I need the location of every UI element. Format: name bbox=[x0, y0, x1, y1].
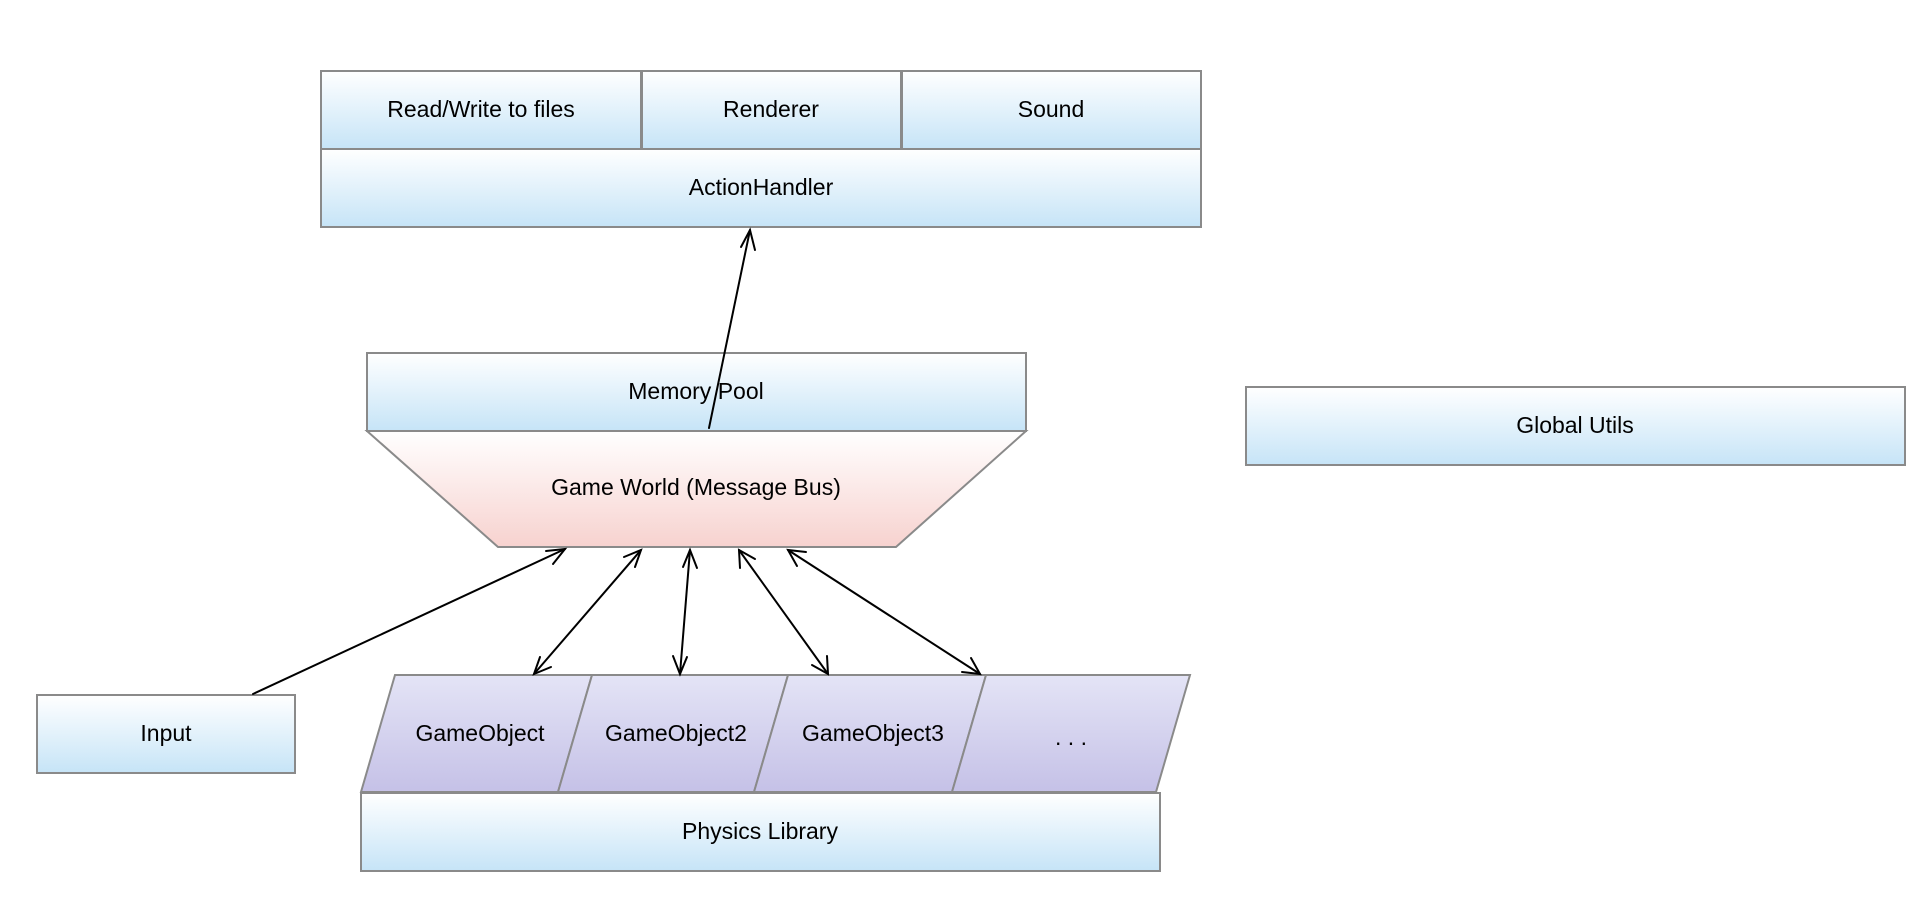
arrow-gameworld-gameobject2 bbox=[672, 547, 698, 677]
input-label: Input bbox=[140, 720, 192, 746]
memory-pool-label: Memory Pool bbox=[628, 378, 763, 404]
game-world-trapezoid: Game World (Message Bus) bbox=[364, 430, 1029, 548]
game-objects-row: GameObject GameObject2 GameObject3 . . . bbox=[359, 674, 1192, 793]
game-object-2-shape: GameObject2 bbox=[556, 674, 790, 793]
global-utils-box: Global Utils bbox=[1245, 386, 1906, 466]
sound-box: Sound bbox=[901, 70, 1202, 150]
game-object-3-label: GameObject3 bbox=[802, 720, 944, 746]
game-object-2-label: GameObject2 bbox=[605, 720, 747, 746]
global-utils-label: Global Utils bbox=[1516, 412, 1634, 438]
read-write-files-label: Read/Write to files bbox=[387, 96, 574, 122]
memory-pool-box: Memory Pool bbox=[366, 352, 1027, 432]
sound-label: Sound bbox=[1018, 96, 1085, 122]
game-object-1-label: GameObject bbox=[415, 720, 545, 746]
arrow-gameworld-more bbox=[786, 548, 982, 676]
renderer-label: Renderer bbox=[723, 96, 819, 122]
action-handler-box: ActionHandler bbox=[320, 148, 1202, 228]
physics-library-label: Physics Library bbox=[682, 818, 838, 844]
read-write-files-box: Read/Write to files bbox=[320, 70, 642, 150]
game-object-more-shape: . . . bbox=[950, 674, 1192, 793]
connectors bbox=[252, 227, 982, 695]
game-object-more-label: . . . bbox=[1055, 724, 1087, 750]
arrow-gameworld-to-actionhandler bbox=[708, 227, 756, 429]
game-object-3-shape: GameObject3 bbox=[752, 674, 988, 793]
arrow-gameworld-gameobject bbox=[532, 548, 643, 676]
game-world-label: Game World (Message Bus) bbox=[551, 474, 841, 500]
arrow-input-to-gameworld bbox=[252, 547, 568, 695]
arrow-gameworld-gameobject3 bbox=[737, 548, 830, 676]
physics-library-box: Physics Library bbox=[360, 792, 1161, 872]
top-stack: Read/Write to files Renderer Sound Actio… bbox=[320, 70, 1202, 228]
action-handler-label: ActionHandler bbox=[689, 174, 834, 200]
game-object-1-shape: GameObject bbox=[359, 674, 594, 793]
input-box: Input bbox=[36, 694, 296, 774]
renderer-box: Renderer bbox=[641, 70, 902, 150]
